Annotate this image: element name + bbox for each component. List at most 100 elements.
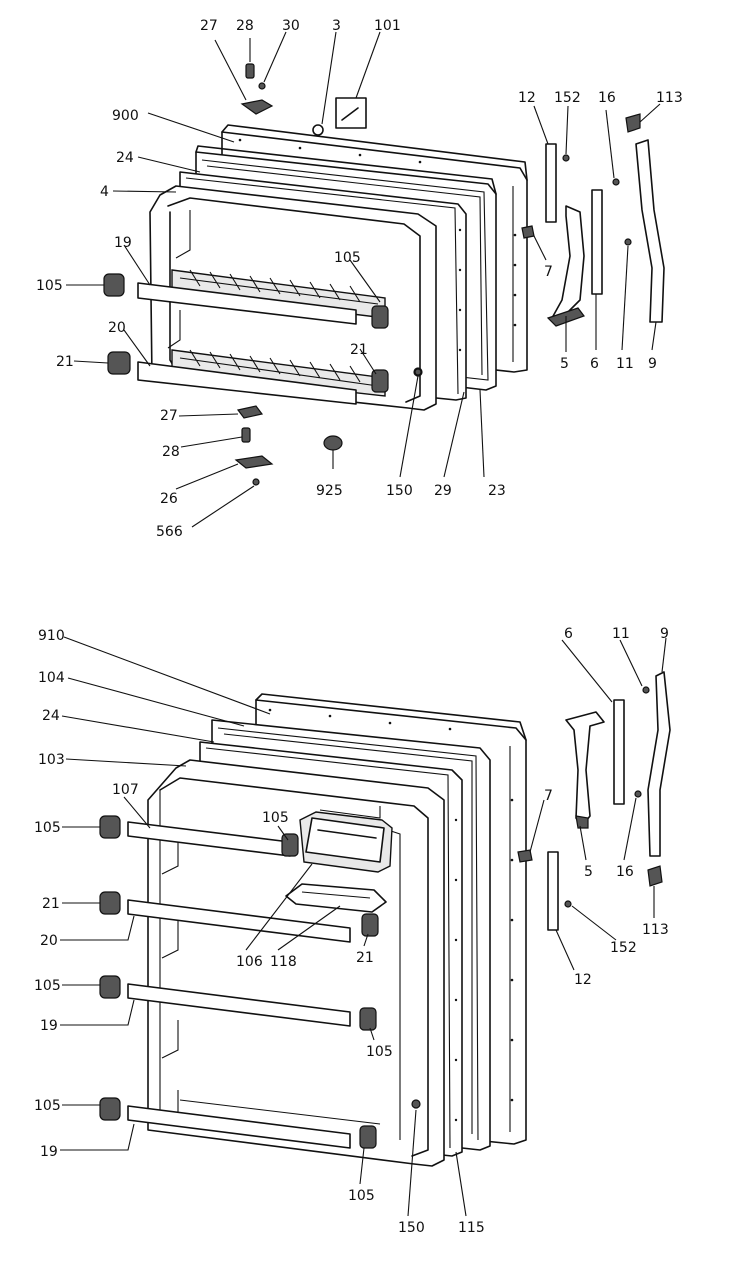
label-115: 115 [458, 1220, 485, 1236]
handle-trim-lower [647, 671, 671, 857]
label-16: 16 [598, 90, 616, 106]
label-12: 12 [518, 90, 536, 106]
upper-leader-lines [66, 31, 661, 528]
shelf-clip-a [281, 833, 299, 857]
plug [312, 124, 324, 136]
label-27-bottom: 27 [160, 408, 178, 424]
label-30: 30 [282, 18, 300, 34]
shelf-clip-b [361, 913, 379, 937]
dairy-compartment [285, 806, 393, 913]
liner-screw-lower [411, 1099, 421, 1109]
label-21-right: 21 [350, 342, 368, 358]
leveling-foot [323, 435, 343, 451]
label-12-lower: 12 [574, 972, 592, 988]
handle-screw-16 [612, 178, 620, 186]
label-105-r2: 105 [348, 1188, 375, 1204]
label-21-r: 21 [356, 950, 374, 966]
label-104: 104 [38, 670, 65, 686]
label-105-l1: 105 [34, 820, 61, 836]
label-28: 28 [236, 18, 254, 34]
label-20-lower: 20 [40, 933, 58, 949]
label-7-lower: 7 [544, 788, 553, 804]
shelf-end-cap-21 [107, 351, 131, 375]
screw-152-lower [564, 900, 572, 908]
label-19-l2: 19 [40, 1144, 58, 1160]
label-103: 103 [38, 752, 65, 768]
label-118: 118 [270, 954, 297, 970]
upper-part-labels: 27 28 30 3 101 900 24 4 19 105 105 20 21… [36, 18, 683, 540]
label-5: 5 [560, 356, 569, 372]
label-19-l1: 19 [40, 1018, 58, 1034]
label-11-lower: 11 [612, 626, 630, 642]
label-101: 101 [374, 18, 401, 34]
label-105-dairy: 105 [262, 810, 289, 826]
door-closer [521, 225, 535, 239]
label-105-r1: 105 [366, 1044, 393, 1060]
label-23: 23 [488, 483, 506, 499]
bottom-hinge-cam [236, 405, 264, 419]
label-105-right: 105 [334, 250, 361, 266]
label-29: 29 [434, 483, 452, 499]
label-20: 20 [108, 320, 126, 336]
shelf-end-cap [103, 273, 125, 297]
handle-end-cap-lower [647, 865, 663, 887]
lower-part-labels: 910 104 24 103 107 105 105 21 20 105 19 … [34, 626, 669, 1236]
handle-bracket [591, 189, 603, 295]
door-liner [137, 185, 437, 411]
handle-mount-strip-lower [547, 851, 559, 931]
label-6-lower: 6 [564, 626, 573, 642]
label-113-lower: 113 [642, 922, 669, 938]
label-106: 106 [236, 954, 263, 970]
hinge-pin [245, 63, 255, 79]
label-105-l3: 105 [34, 1098, 61, 1114]
label-105-l2: 105 [34, 978, 61, 994]
label-150-lower: 150 [398, 1220, 425, 1236]
shelf-clip-c [359, 1007, 377, 1031]
label-105-left: 105 [36, 278, 63, 294]
label-152: 152 [554, 90, 581, 106]
label-152-lower: 152 [610, 940, 637, 956]
upper-door-assembly [103, 63, 665, 486]
handle-screw-11 [624, 238, 632, 246]
end-cap-2 [99, 891, 121, 915]
end-cap-1 [99, 815, 121, 839]
label-113: 113 [656, 90, 683, 106]
label-900: 900 [112, 108, 139, 124]
label-16-lower: 16 [616, 864, 634, 880]
label-7: 7 [544, 264, 553, 280]
label-107: 107 [112, 782, 139, 798]
door-shelves-lower [127, 821, 381, 1149]
label-566: 566 [156, 524, 183, 540]
door-closer-lower [517, 849, 533, 863]
screw-11-lower [642, 686, 650, 694]
dairy-door-tray [285, 883, 387, 913]
handle-end-cap [625, 113, 641, 133]
bottom-hinge-plate [234, 455, 274, 469]
lower-door-assembly [99, 671, 671, 1167]
label-21-left: 21 [56, 354, 74, 370]
label-28-bottom: 28 [162, 444, 180, 460]
door-stop-bracket [335, 97, 367, 129]
liner-screw [414, 368, 422, 376]
label-11: 11 [616, 356, 634, 372]
label-27: 27 [200, 18, 218, 34]
label-925: 925 [316, 483, 343, 499]
label-5-lower: 5 [584, 864, 593, 880]
handle-screw-152 [562, 154, 570, 162]
shelf-clip-d [359, 1125, 377, 1149]
label-24-lower: 24 [42, 708, 60, 724]
handle-trim [635, 139, 665, 323]
label-6: 6 [590, 356, 599, 372]
bottom-hinge-pin [241, 427, 251, 443]
label-21-l: 21 [42, 896, 60, 912]
handle-bracket-lower [613, 699, 625, 805]
screw [258, 82, 266, 90]
label-19: 19 [114, 235, 132, 251]
label-3: 3 [332, 18, 341, 34]
label-9: 9 [648, 356, 657, 372]
label-150: 150 [386, 483, 413, 499]
handle-mount-strip [545, 143, 557, 223]
bottom-screw [252, 478, 260, 486]
screw-16-lower [634, 790, 642, 798]
